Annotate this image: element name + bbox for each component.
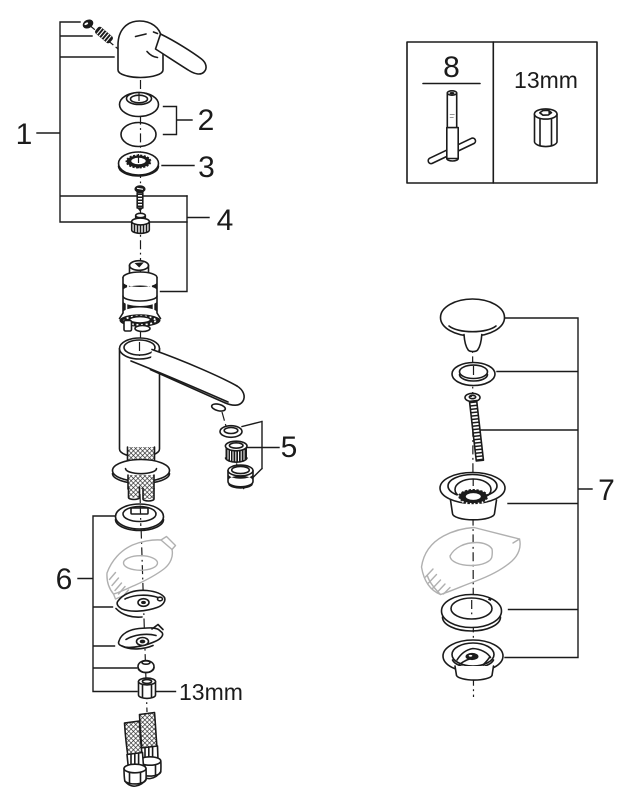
part-label-2: 2 xyxy=(198,104,215,137)
lever-handle xyxy=(117,20,207,79)
faucet-body xyxy=(118,337,245,458)
hose-nipples xyxy=(127,486,155,502)
horseshoe-washer-upper xyxy=(115,589,166,618)
hex-socket-adapter xyxy=(533,108,558,148)
part-label-3: 3 xyxy=(198,151,215,184)
countertop-sketch xyxy=(106,535,177,600)
aerator-insert xyxy=(224,440,248,463)
o-ring xyxy=(120,121,157,148)
callout-bracket-2 xyxy=(162,105,193,136)
axis-overlays xyxy=(137,92,142,527)
callout-bracket-6 xyxy=(77,515,138,693)
drain-flange xyxy=(439,471,506,521)
threaded-shank xyxy=(111,446,171,502)
spout-outlet xyxy=(210,403,227,412)
drain-seal-ring xyxy=(440,593,503,632)
bearing-ring xyxy=(117,151,160,177)
part-label-8: 8 xyxy=(443,51,460,84)
cartridge xyxy=(118,259,162,333)
drain-plug-cap xyxy=(439,298,506,353)
tool-box xyxy=(406,41,598,184)
tool-size-label: 13mm xyxy=(514,67,578,93)
grub-screw xyxy=(95,26,113,44)
callout-bracket-1 xyxy=(36,21,188,223)
handle-screw-cap xyxy=(82,19,94,29)
base-gasket xyxy=(114,503,165,532)
aerator-washer xyxy=(219,424,243,439)
callout-bracket-5 xyxy=(241,420,280,478)
drain-threaded-rod xyxy=(464,392,485,462)
part-label-6: 6 xyxy=(56,563,73,596)
part-label-4: 4 xyxy=(217,204,234,237)
wrench-size-label: 13mm xyxy=(179,679,243,705)
mounting-cone xyxy=(137,659,155,674)
part-label-5: 5 xyxy=(281,431,298,464)
horseshoe-washer-lower xyxy=(117,623,164,650)
mounting-hex-nut xyxy=(137,677,157,700)
hose-left xyxy=(123,720,147,787)
callout-bracket-7 xyxy=(479,317,593,659)
part-label-1: 1 xyxy=(16,118,33,151)
drain-bottom-flange xyxy=(442,639,504,681)
drain-countertop-sketch xyxy=(420,526,521,596)
aerator-housing xyxy=(227,464,254,489)
supply-hoses xyxy=(123,711,162,787)
drain-o-ring xyxy=(451,361,496,387)
cartridge-screw xyxy=(134,185,146,212)
cartridge-adapter-nut xyxy=(130,212,151,235)
socket-wrench-tool xyxy=(427,90,477,165)
part-label-7: 7 xyxy=(598,474,615,507)
callout-bracket-4 xyxy=(159,195,210,293)
